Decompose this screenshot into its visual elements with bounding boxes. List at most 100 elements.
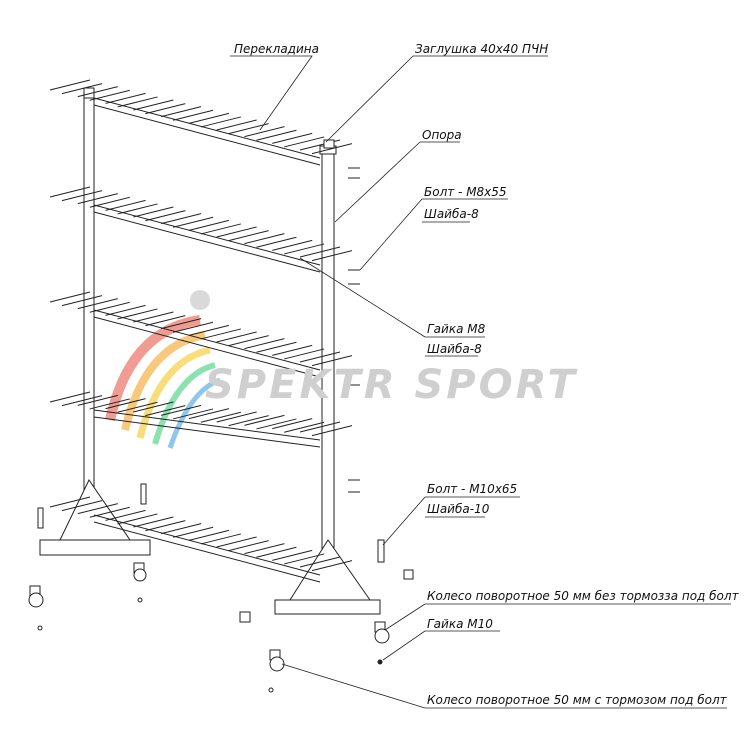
peg: [49, 291, 91, 303]
peg: [172, 408, 214, 420]
hardware-parts: [28, 139, 414, 693]
peg: [284, 243, 325, 255]
peg: [77, 394, 118, 406]
right-base: [274, 539, 381, 615]
wheel-brake: [269, 649, 285, 672]
peg: [160, 318, 202, 330]
peg: [160, 523, 202, 535]
peg: [172, 526, 214, 538]
peg: [284, 421, 325, 433]
peg: [49, 186, 91, 198]
watermark-text: SPEKTR SPORT: [205, 362, 578, 408]
peg: [228, 415, 269, 427]
peg: [117, 401, 158, 413]
peg: [200, 533, 242, 545]
peg: [89, 196, 130, 208]
peg: [299, 556, 341, 568]
peg: [256, 546, 297, 558]
peg: [228, 335, 269, 347]
peg: [145, 520, 186, 532]
peg: [200, 116, 242, 128]
peg: [49, 496, 91, 508]
peg: [311, 355, 353, 367]
peg: [61, 83, 103, 95]
peg: [272, 344, 313, 356]
peg: [145, 315, 186, 327]
peg: [133, 99, 174, 111]
peg: [216, 226, 257, 238]
peg: [228, 230, 269, 242]
label-nut-m8: Гайка М8: [427, 322, 486, 336]
peg: [311, 250, 353, 262]
peg: [311, 560, 353, 572]
peg: [61, 190, 103, 202]
watermark-logo: [105, 290, 221, 449]
peg: [188, 324, 230, 336]
peg: [105, 398, 146, 410]
peg: [105, 199, 146, 211]
peg: [117, 308, 158, 320]
peg: [256, 236, 297, 248]
peg: [299, 246, 341, 258]
peg: [200, 411, 242, 423]
peg: [160, 213, 202, 225]
bolt-m10-group: [37, 483, 385, 563]
peg: [272, 132, 313, 144]
peg: [256, 341, 297, 353]
peg: [117, 203, 158, 215]
peg: [200, 328, 242, 340]
peg: [89, 89, 130, 101]
peg: [228, 123, 269, 135]
peg: [244, 414, 285, 426]
peg: [272, 239, 313, 251]
leader-lines: [230, 55, 731, 709]
wheel-no-brake: [28, 562, 390, 644]
label-crossbar: Перекладина: [234, 42, 319, 56]
label-washer-8-mid: Шайба-8: [427, 342, 482, 356]
peg: [188, 219, 230, 231]
peg: [272, 418, 313, 430]
peg: [77, 193, 118, 205]
peg: [133, 311, 174, 323]
peg: [133, 516, 174, 528]
peg: [188, 529, 230, 541]
peg: [256, 418, 297, 430]
label-nut-m10: Гайка М10: [427, 617, 493, 631]
peg: [105, 304, 146, 316]
left-base: [39, 479, 151, 556]
peg: [299, 351, 341, 363]
peg: [77, 298, 118, 310]
peg: [145, 103, 186, 115]
peg: [133, 401, 174, 413]
peg: [256, 129, 297, 141]
peg: [61, 395, 103, 407]
peg: [89, 301, 130, 313]
peg: [49, 79, 91, 91]
peg: [284, 136, 325, 148]
peg: [49, 391, 91, 403]
nut-m10: [403, 569, 414, 580]
label-support: Опора: [422, 128, 462, 142]
peg: [160, 106, 202, 118]
peg: [272, 549, 313, 561]
peg: [77, 503, 118, 515]
label-wheel-no-brake: Колесо поворотное 50 мм без тормозза под…: [427, 589, 739, 603]
bolt-m8-group: [348, 167, 360, 493]
peg: [216, 411, 257, 423]
label-washer-10: Шайба-10: [427, 502, 490, 516]
peg: [311, 425, 353, 437]
label-bolt-m10: Болт - М10х65: [427, 482, 518, 496]
rack-pegs: [49, 79, 353, 572]
peg: [188, 112, 230, 124]
peg: [172, 321, 214, 333]
peg: [105, 509, 146, 521]
label-washer-8-top: Шайба-8: [424, 207, 479, 221]
peg: [311, 143, 353, 155]
label-wheel-brake: Колесо поворотное 50 мм с тормозом под б…: [427, 693, 727, 707]
peg: [216, 331, 257, 343]
peg: [117, 513, 158, 525]
peg: [216, 536, 257, 548]
peg: [117, 96, 158, 108]
peg: [244, 338, 285, 350]
